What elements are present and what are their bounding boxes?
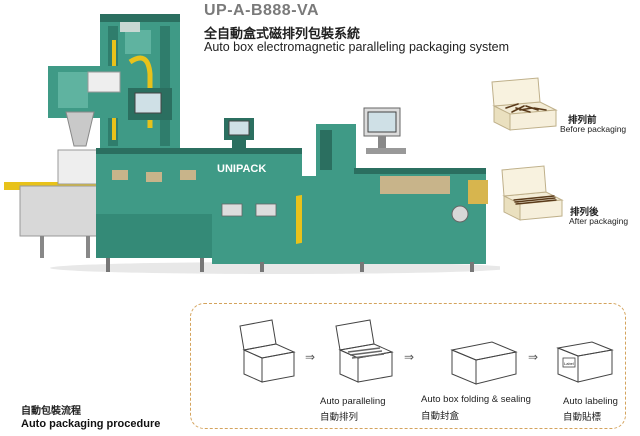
main-screen bbox=[228, 120, 250, 136]
after-label-en: After packaging bbox=[569, 216, 629, 226]
packaging-machine-illustration: UNIPACK bbox=[4, 14, 500, 274]
step-paralleling-cn: 自動排列 bbox=[320, 412, 359, 423]
monitor-screen bbox=[367, 111, 397, 133]
infeed-conveyor bbox=[4, 149, 154, 258]
procedure-title-cn: 自動包裝流程 bbox=[21, 406, 81, 417]
procedure-frame bbox=[190, 303, 626, 429]
brand-logo: UNIPACK bbox=[217, 163, 266, 175]
step-paralleling-en: Auto paralleling bbox=[320, 396, 386, 407]
before-label-cn: 排列前 bbox=[568, 115, 597, 126]
box-folding-unit bbox=[354, 107, 488, 264]
after-label-cn: 排列後 bbox=[570, 207, 599, 218]
model-number: UP-A-B888-VA bbox=[204, 2, 320, 19]
arrow-icon: ⇒ bbox=[404, 350, 415, 364]
tower-screen bbox=[134, 92, 162, 114]
step-labeling-en: Auto labeling bbox=[563, 396, 618, 407]
before-label-en: Before packaging bbox=[560, 124, 627, 134]
step-folding-cn: 自動封盒 bbox=[421, 411, 460, 422]
open-box-icon bbox=[239, 319, 296, 383]
step-labeling-cn: 自動貼標 bbox=[563, 412, 602, 423]
paralleling-box-icon bbox=[335, 319, 394, 383]
svg-text:Label: Label bbox=[564, 361, 574, 366]
arrow-icon: ⇒ bbox=[305, 350, 316, 364]
after-packaging-box-image bbox=[501, 165, 564, 221]
step-folding-en: Auto box folding & sealing bbox=[421, 394, 531, 405]
title-english: Auto box electromagnetic paralleling pac… bbox=[204, 40, 510, 54]
title-chinese: 全自動盒式磁排列包裝系統 bbox=[204, 26, 361, 41]
procedure-title-en: Auto packaging procedure bbox=[21, 418, 161, 430]
before-packaging-box-image bbox=[491, 77, 558, 131]
closed-box-icon bbox=[450, 341, 518, 385]
labeled-box-icon: Label bbox=[556, 341, 614, 383]
arrow-icon: ⇒ bbox=[528, 350, 539, 364]
label-tag-icon bbox=[562, 357, 576, 368]
